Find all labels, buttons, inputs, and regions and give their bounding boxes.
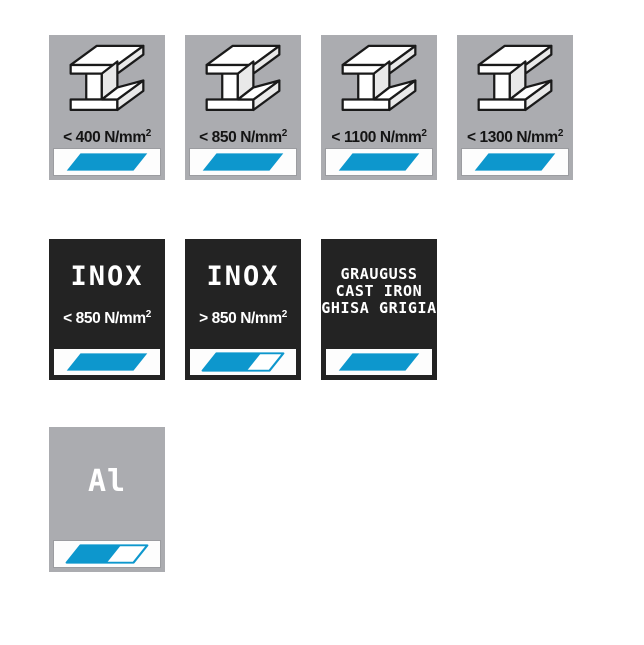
gauge-bar-partial (201, 352, 285, 372)
wordmark-line: Al (87, 464, 127, 500)
wordmark-line: INOX (70, 261, 144, 293)
strength-label-steel-400: < 400 N/mm2 (63, 127, 152, 146)
wordmark-line: GRAUGUSS (340, 265, 418, 284)
tile-body-steel-1100: < 1100 N/mm2 (321, 35, 437, 145)
i-beam-icon (341, 44, 417, 112)
strength-unit-superscript: 2 (281, 127, 288, 139)
wordmark-line: INOX (206, 261, 280, 293)
gauge-bar-partial (65, 544, 149, 564)
wordmark-inox-below-850: INOX (70, 262, 143, 292)
i-beam-icon (69, 44, 145, 112)
gauge-strip-cast-iron (325, 348, 433, 376)
material-tile-steel-1300[interactable]: < 1300 N/mm2 (457, 35, 573, 180)
strength-unit-superscript: 2 (281, 309, 288, 321)
wordmark-line: GHISA GRIGIA (321, 298, 437, 317)
strength-unit-superscript: 2 (557, 127, 564, 139)
gauge-bar-full (338, 353, 420, 371)
gauge-strip-steel-400 (53, 148, 161, 176)
strength-label-steel-850: < 850 N/mm2 (199, 127, 288, 146)
tile-body-steel-1300: < 1300 N/mm2 (457, 35, 573, 145)
tile-body-aluminium: Al (49, 427, 165, 537)
gauge-bar-full (474, 153, 556, 171)
material-tile-steel-1100[interactable]: < 1100 N/mm2 (321, 35, 437, 180)
gauge-strip-inox-above-850 (189, 348, 297, 376)
tile-body-inox-above-850: INOX > 850 N/mm2 (185, 239, 301, 344)
i-beam-icon (205, 44, 281, 112)
wordmark-inox-above-850: INOX (206, 262, 279, 292)
material-tile-inox-below-850[interactable]: INOX < 850 N/mm2 (49, 239, 165, 380)
wordmark-line: CAST IRON (335, 282, 423, 301)
gauge-strip-steel-850 (189, 148, 297, 176)
tile-body-steel-400: < 400 N/mm2 (49, 35, 165, 145)
tile-body-steel-850: < 850 N/mm2 (185, 35, 301, 145)
material-tile-steel-850[interactable]: < 850 N/mm2 (185, 35, 301, 180)
strength-value: > 850 N/mm (199, 310, 282, 328)
strength-value: < 400 N/mm (63, 128, 146, 146)
i-beam-icon (477, 44, 553, 112)
strength-label-steel-1100: < 1100 N/mm2 (331, 127, 427, 146)
strength-unit-superscript: 2 (421, 127, 427, 139)
strength-unit-superscript: 2 (145, 309, 152, 321)
gauge-strip-steel-1100 (325, 148, 433, 176)
strength-value: < 850 N/mm (199, 128, 282, 146)
gauge-strip-aluminium (53, 540, 161, 568)
gauge-bar-full (66, 353, 148, 371)
material-tile-steel-400[interactable]: < 400 N/mm2 (49, 35, 165, 180)
gauge-bar-full (202, 153, 284, 171)
gauge-strip-inox-below-850 (53, 348, 161, 376)
tile-body-inox-below-850: INOX < 850 N/mm2 (49, 239, 165, 344)
strength-unit-superscript: 2 (145, 127, 152, 139)
strength-label-inox-above-850: > 850 N/mm2 (199, 309, 288, 328)
gauge-bar-full (338, 153, 420, 171)
strength-value: < 850 N/mm (63, 310, 146, 328)
gauge-bar-full (66, 153, 148, 171)
strength-value: < 1100 N/mm (331, 128, 422, 146)
wordmark-aluminium: Al (88, 465, 126, 499)
strength-label-inox-below-850: < 850 N/mm2 (63, 309, 152, 328)
material-tile-aluminium[interactable]: Al (49, 427, 165, 572)
material-tile-inox-above-850[interactable]: INOX > 850 N/mm2 (185, 239, 301, 380)
strength-value: < 1300 N/mm (467, 128, 558, 146)
strength-label-steel-1300: < 1300 N/mm2 (467, 127, 564, 146)
gauge-strip-steel-1300 (461, 148, 569, 176)
